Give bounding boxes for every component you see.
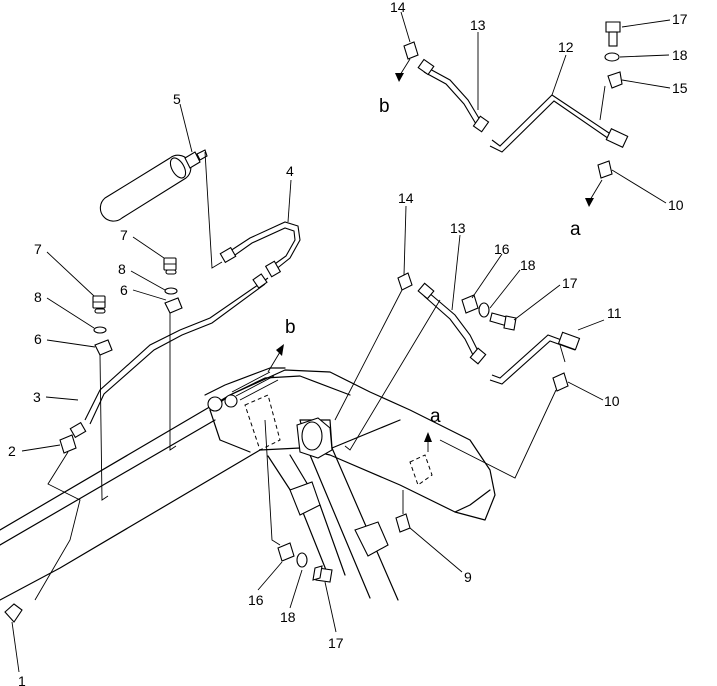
part-12-pipe xyxy=(489,85,629,153)
clamp-group-mid xyxy=(163,257,183,451)
label-part-17-top: 17 xyxy=(672,11,688,27)
part-13-hose-top xyxy=(417,58,490,133)
part-15-clamp xyxy=(607,71,623,89)
label-part-3: 3 xyxy=(33,389,41,405)
clamp-16-mid xyxy=(461,294,479,314)
part-1-grease-fitting xyxy=(4,603,23,623)
label-part-5: 5 xyxy=(173,91,181,107)
label-part-16-low: 16 xyxy=(248,592,264,608)
part-11-pipe xyxy=(489,331,581,385)
label-part-7-mid: 7 xyxy=(120,227,128,243)
leader-lines xyxy=(11,11,671,673)
ref-a-boom: a xyxy=(430,406,441,427)
label-part-13-top: 13 xyxy=(470,17,486,33)
washer-18-mid xyxy=(478,302,490,318)
label-part-13-mid: 13 xyxy=(450,220,466,236)
part-10-connector-mid xyxy=(552,372,569,392)
label-part-17-mid: 17 xyxy=(562,275,578,291)
part-10-connector-top xyxy=(597,160,613,179)
boom-structure xyxy=(0,367,496,601)
label-part-9: 9 xyxy=(464,569,472,585)
label-part-6-mid: 6 xyxy=(120,282,128,298)
label-part-18-mid: 18 xyxy=(520,257,536,273)
label-part-12: 12 xyxy=(558,39,574,55)
label-part-10-top: 10 xyxy=(668,197,684,213)
boom-port-a xyxy=(409,432,433,486)
part-number-labels: 1 2 3 4 5 6 6 7 7 8 8 9 10 10 11 12 13 1… xyxy=(8,0,688,686)
label-part-14-top: 14 xyxy=(390,0,406,15)
clamp-group-left xyxy=(92,295,113,501)
clamp-16-low xyxy=(277,542,295,562)
part-9-fitting xyxy=(395,490,411,533)
ref-a-top: a xyxy=(570,219,581,240)
part-2-connector xyxy=(59,434,77,454)
part-4-hose xyxy=(219,221,301,278)
label-part-18-low: 18 xyxy=(280,609,296,625)
label-part-8-left: 8 xyxy=(34,289,42,305)
part-5-sleeve xyxy=(99,149,208,222)
label-part-7-left: 7 xyxy=(34,241,42,257)
part-13-hose-mid xyxy=(417,282,487,365)
label-part-18-top: 18 xyxy=(672,47,688,63)
label-part-17-low: 17 xyxy=(328,635,344,651)
label-part-6-left: 6 xyxy=(34,331,42,347)
label-part-1: 1 xyxy=(18,673,26,686)
part-14-elbow-top xyxy=(403,41,419,60)
label-part-4: 4 xyxy=(286,163,294,179)
label-part-15: 15 xyxy=(672,80,688,96)
bolt-17-mid xyxy=(489,312,517,331)
label-part-16-mid: 16 xyxy=(494,241,510,257)
washer-18-top xyxy=(604,52,620,62)
label-part-10-mid: 10 xyxy=(604,393,620,409)
boom-cylinder xyxy=(267,454,346,581)
ref-b-top: b xyxy=(379,96,390,117)
bolt-17-low xyxy=(312,565,333,583)
arm-cylinder xyxy=(296,417,401,601)
ref-b-boom: b xyxy=(285,317,296,338)
boom-port-b xyxy=(244,344,284,451)
washer-18-low xyxy=(296,552,308,568)
reference-letters: b a b a xyxy=(285,96,581,427)
label-part-11: 11 xyxy=(607,305,622,321)
label-part-8-mid: 8 xyxy=(118,261,126,277)
part-3-pipe xyxy=(69,273,269,439)
bolt-17-top xyxy=(605,21,621,47)
label-part-14-mid: 14 xyxy=(398,190,414,206)
part-14-elbow-mid xyxy=(397,272,413,291)
label-part-2: 2 xyxy=(8,443,16,459)
